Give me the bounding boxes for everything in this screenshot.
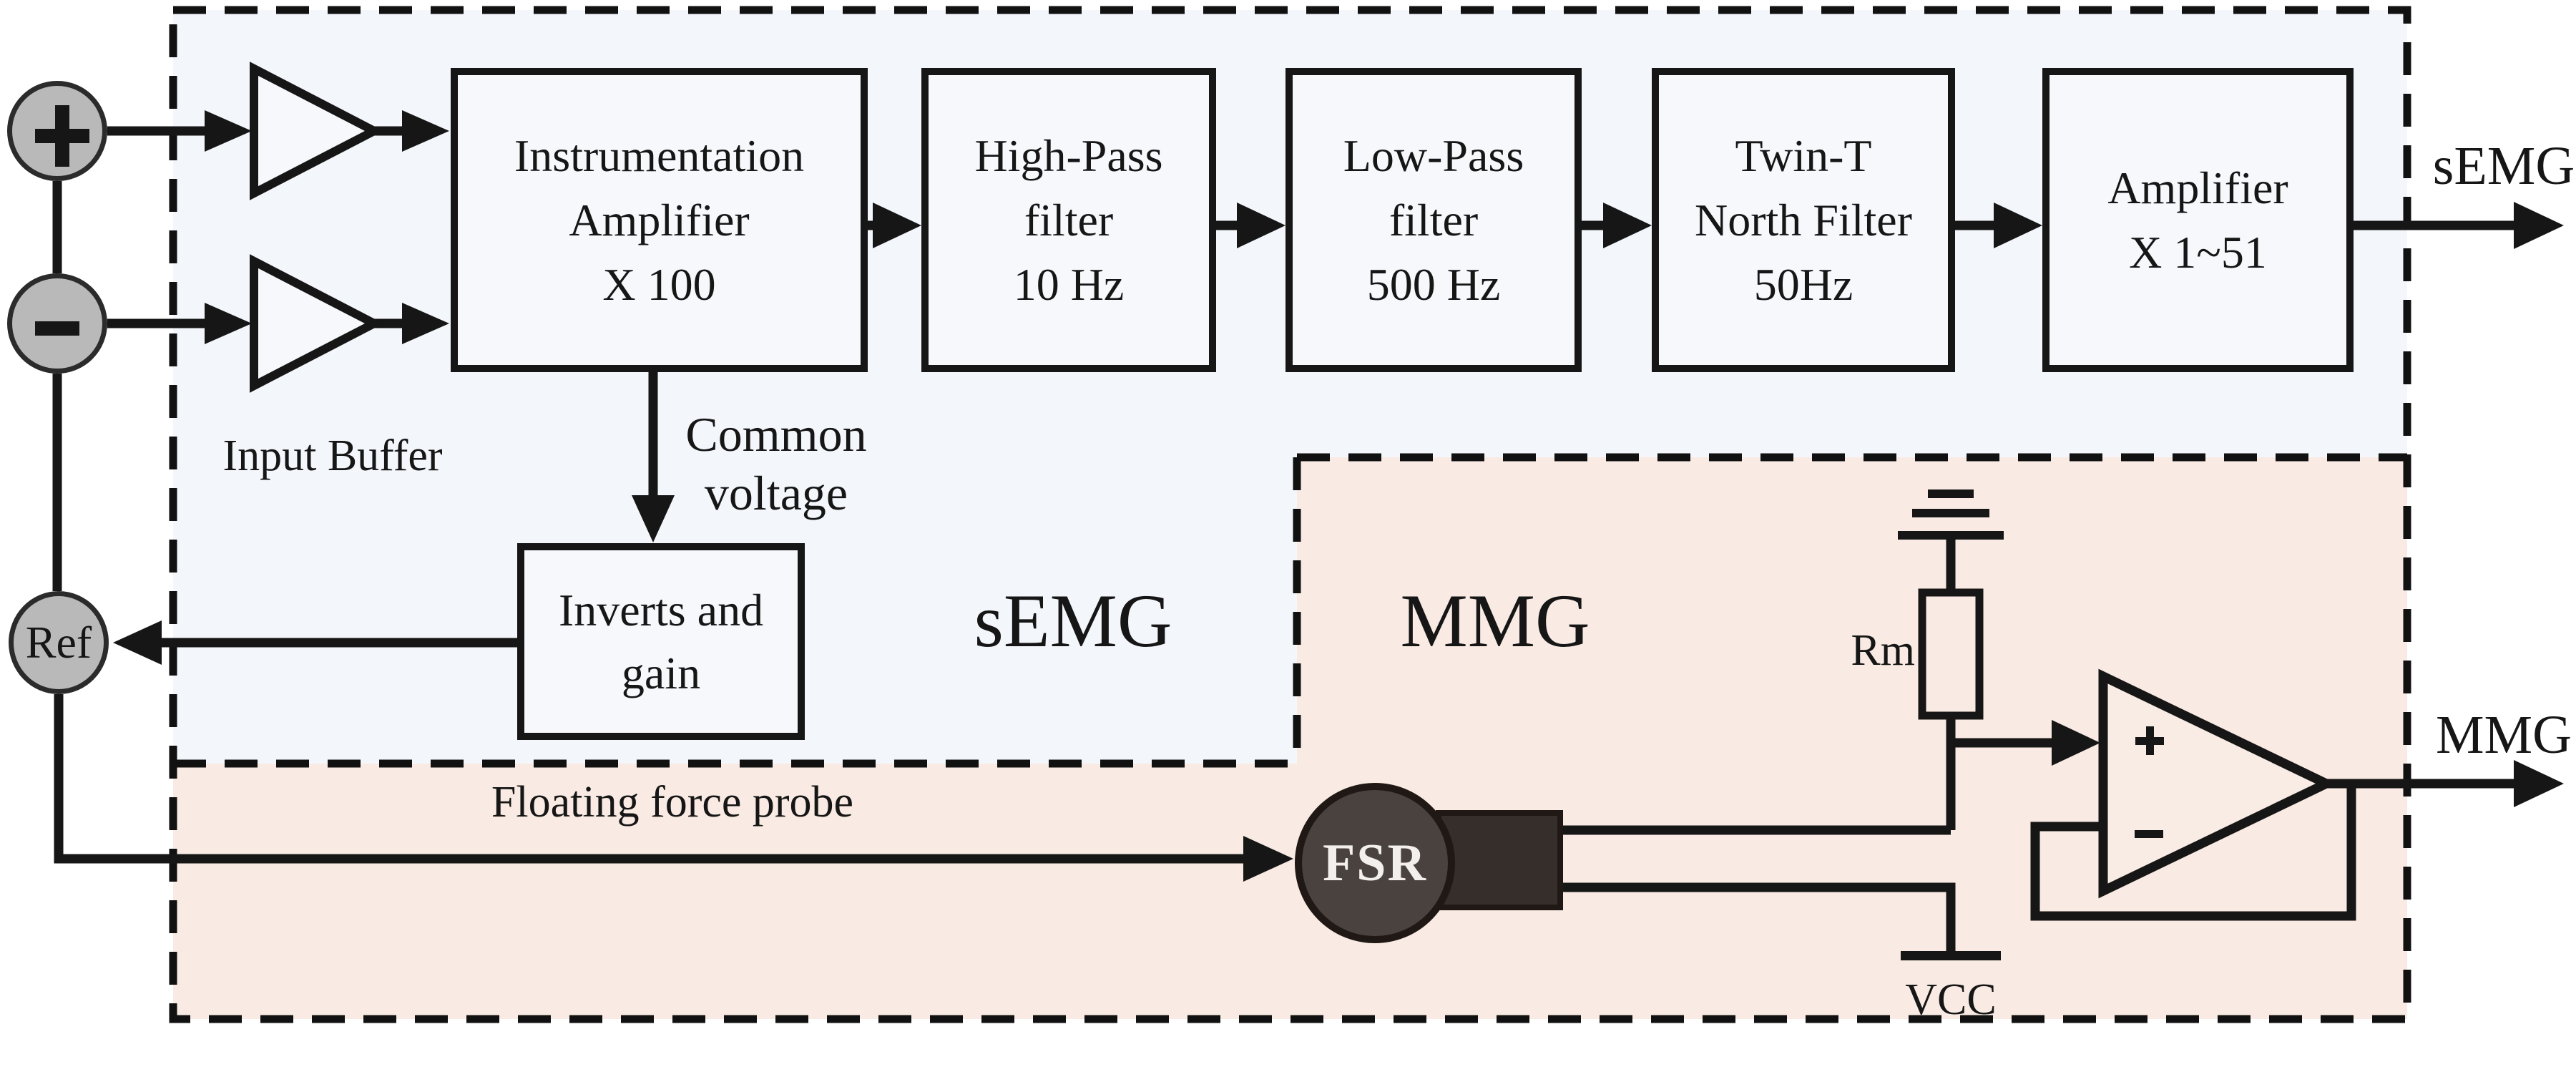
block-line: X 1~51 xyxy=(2129,226,2267,278)
opamp-triangle xyxy=(2098,668,2338,899)
plus-icon xyxy=(35,129,89,143)
block-line: Instrumentation xyxy=(514,130,805,181)
common-voltage-arrowhead xyxy=(632,495,675,542)
plus-electrode xyxy=(7,81,107,181)
block-line: filter xyxy=(1024,194,1114,245)
block-line: gain xyxy=(621,647,701,698)
mmg-output-arrowhead xyxy=(2514,760,2564,807)
arrowhead xyxy=(205,303,252,344)
fsr-connector xyxy=(1436,810,1563,910)
label-input-buffer: Input Buffer xyxy=(222,432,443,480)
fsr-label: FSR xyxy=(1323,833,1427,892)
outer-dashed-border xyxy=(169,6,2411,1023)
block-line: Low-Pass xyxy=(1343,130,1524,181)
ground-icon xyxy=(1912,509,1989,517)
arrowhead xyxy=(1603,203,1652,248)
arrowhead xyxy=(1237,203,1285,248)
ref-to-fsr-wire xyxy=(54,694,1246,864)
input-buffer-triangle-top xyxy=(250,62,384,200)
fsr-bottom-wire xyxy=(1559,882,1956,952)
block-line: X 100 xyxy=(602,258,716,310)
block-line: Amplifier xyxy=(569,194,750,245)
ref-electrode-label: Ref xyxy=(25,617,92,668)
arrowhead xyxy=(205,110,252,152)
block-line: 10 Hz xyxy=(1013,258,1125,310)
block-twin-t-notch-filter: Twin-T North Filter 50Hz xyxy=(1652,68,1955,372)
minus-icon xyxy=(35,321,79,336)
arrowhead xyxy=(1994,203,2042,248)
label-semg-output: sEMG xyxy=(2432,136,2575,196)
semg-output-arrowhead xyxy=(2514,202,2564,249)
block-high-pass-filter: High-Pass filter 10 Hz xyxy=(921,68,1216,372)
minus-electrode xyxy=(7,273,107,374)
block-line: filter xyxy=(1389,194,1479,245)
opamp-feedback-wire xyxy=(2030,786,2356,921)
label-rm: Rm xyxy=(1851,626,1915,675)
label-common-voltage-line: voltage xyxy=(704,466,848,520)
label-mmg-output: MMG xyxy=(2435,705,2572,765)
label-common-voltage: Common voltage xyxy=(669,405,883,522)
label-floating-force-probe: Floating force probe xyxy=(491,778,854,827)
ref-arrowhead xyxy=(113,620,162,665)
ground-icon xyxy=(1898,531,2004,540)
vcc-terminal xyxy=(1901,951,2001,960)
block-line: Inverts and xyxy=(558,584,764,635)
fsr-sensor: FSR xyxy=(1295,783,1455,943)
opamp-input-arrowhead xyxy=(2052,720,2100,766)
label-mmg-section: MMG xyxy=(1400,579,1590,663)
ground-icon xyxy=(1928,489,1974,498)
block-inverts-and-gain: Inverts and gain xyxy=(517,543,805,740)
arrowhead xyxy=(402,303,449,344)
block-instrumentation-amplifier: Instrumentation Amplifier X 100 xyxy=(451,68,868,372)
block-line: 500 Hz xyxy=(1366,258,1501,310)
label-common-voltage-line: Common xyxy=(685,407,867,462)
block-line: North Filter xyxy=(1695,194,1912,245)
arrowhead xyxy=(402,110,449,152)
block-low-pass-filter: Low-Pass filter 500 Hz xyxy=(1285,68,1582,372)
floating-probe-strip-bg xyxy=(173,764,1297,1019)
opamp-plus-icon xyxy=(2135,726,2164,755)
opamp-minus-icon xyxy=(2135,830,2163,838)
block-line: Amplifier xyxy=(2107,162,2288,213)
block-line: 50Hz xyxy=(1753,258,1853,310)
arrowhead xyxy=(873,203,921,248)
input-buffer-triangle-bottom xyxy=(250,254,384,393)
ref-electrode: Ref xyxy=(9,591,109,694)
label-vcc: VCC xyxy=(1905,975,1997,1024)
label-semg-section: sEMG xyxy=(974,579,1172,663)
block-output-amplifier: Amplifier X 1~51 xyxy=(2042,68,2354,372)
rm-resistor xyxy=(1918,588,1984,720)
block-line: Twin-T xyxy=(1735,130,1872,181)
fsr-input-arrowhead xyxy=(1243,836,1293,882)
block-line: High-Pass xyxy=(974,130,1163,181)
